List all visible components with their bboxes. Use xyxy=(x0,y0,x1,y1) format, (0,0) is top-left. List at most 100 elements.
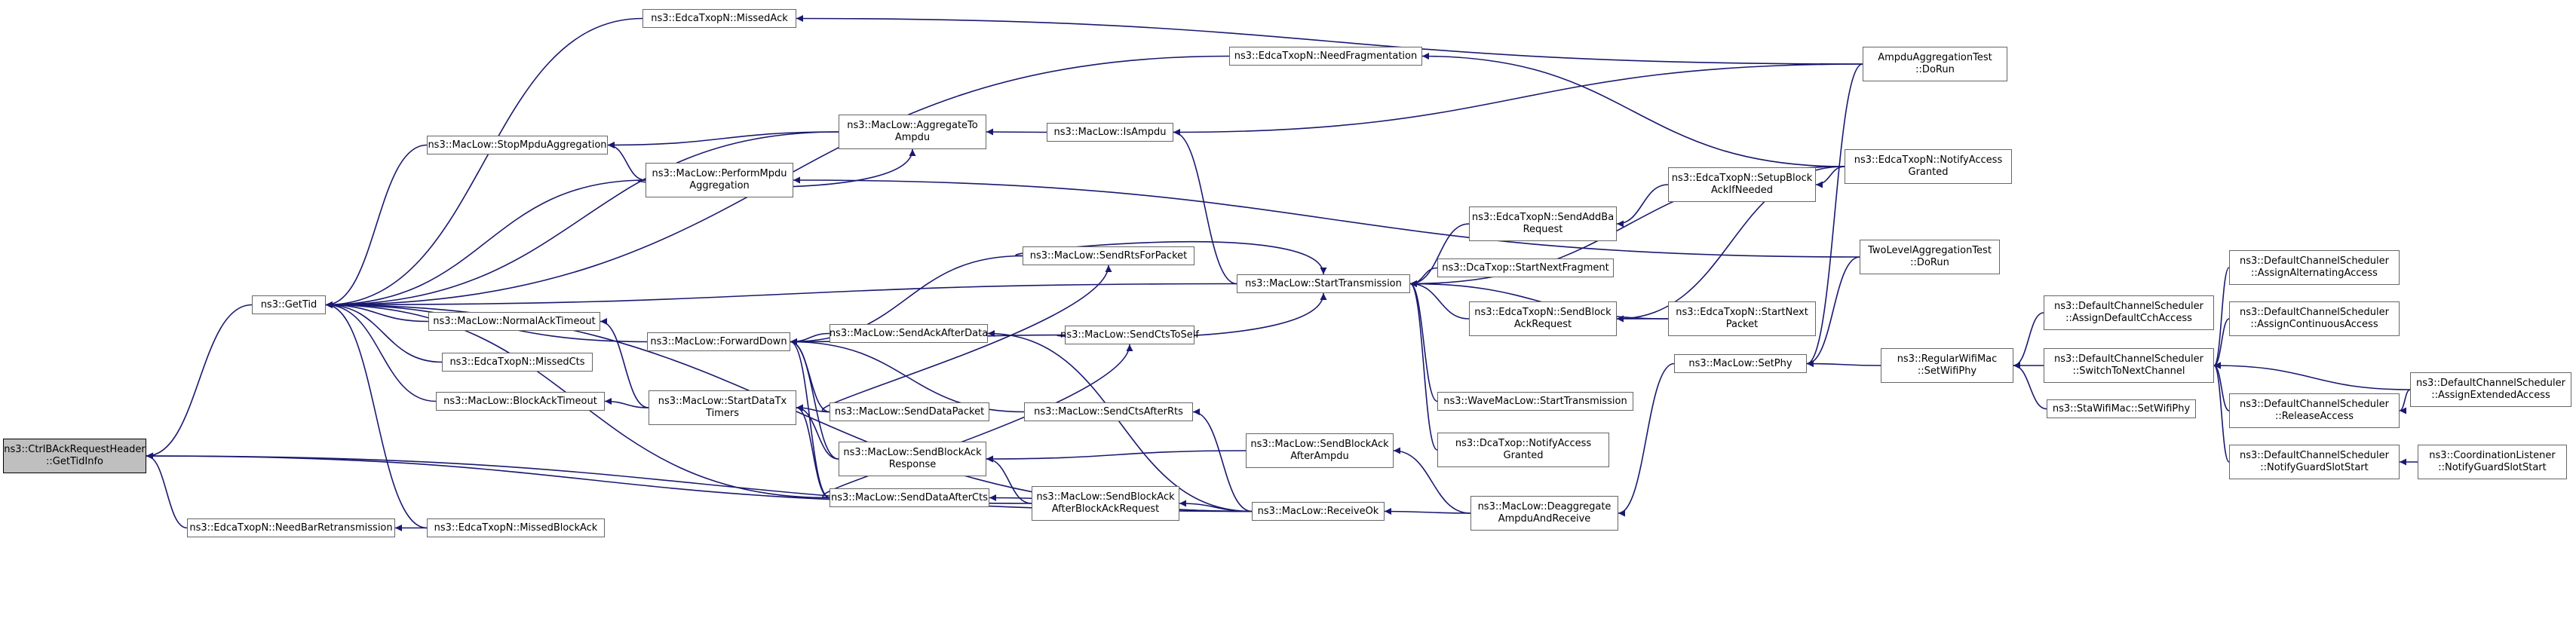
node-label-line: ns3::MacLow::SetPhy xyxy=(1688,357,1792,369)
node-stopmpdu[interactable]: ns3::MacLow::StopMpduAggregation xyxy=(427,136,608,154)
edge-senddatapacket-to-sendrtsforpacket xyxy=(821,265,1112,413)
node-stasetwifiphy[interactable]: ns3::StaWifiMac::SetWifiPhy xyxy=(2047,399,2196,418)
node-ampdutest[interactable]: AmpduAggregationTest::DoRun xyxy=(1863,47,2007,81)
node-wavestart[interactable]: ns3::WaveMacLow::StartTransmission xyxy=(1437,392,1633,411)
node-label-line: Request xyxy=(1523,224,1563,235)
node-label-line: ns3::MacLow::AggregateTo xyxy=(847,120,978,131)
node-missedcts[interactable]: ns3::EdcaTxopN::MissedCts xyxy=(442,353,593,372)
edge-startdatatx-to-normalacktimeout xyxy=(600,318,649,408)
node-assignextended[interactable]: ns3::DefaultChannelScheduler::AssignExte… xyxy=(2410,372,2571,407)
node-notifyguard[interactable]: ns3::DefaultChannelScheduler::NotifyGuar… xyxy=(2229,445,2400,479)
node-needfrag[interactable]: ns3::EdcaTxopN::NeedFragmentation xyxy=(1229,47,1422,66)
node-root[interactable]: ns3::CtrlBAckRequestHeader::GetTidInfo xyxy=(3,439,146,473)
node-label-line: Packet xyxy=(1725,319,1759,330)
node-label-line: ns3::DefaultChannelScheduler xyxy=(2240,307,2389,318)
edge-receiveok-to-sendctsafterrts xyxy=(1192,408,1253,512)
node-label-line: ns3::MacLow::SendCtsAfterRts xyxy=(1034,405,1183,418)
node-twoleveltest[interactable]: TwoLevelAggregationTest::DoRun xyxy=(1860,240,2000,274)
node-label-line: ns3::MacLow::SendBlockAck xyxy=(1250,439,1389,450)
edge-assignalternating-to-switchtonext xyxy=(2213,267,2230,369)
node-sendctsafterrts[interactable]: ns3::MacLow::SendCtsAfterRts xyxy=(1024,402,1193,421)
node-missedack[interactable]: ns3::EdcaTxopN::MissedAck xyxy=(642,9,796,28)
node-senddataaftercts[interactable]: ns3::MacLow::SendDataAfterCts xyxy=(830,488,989,507)
node-assignalternating[interactable]: ns3::DefaultChannelScheduler::AssignAlte… xyxy=(2229,250,2400,285)
node-assigncontinuous[interactable]: ns3::DefaultChannelScheduler::AssignCont… xyxy=(2229,301,2400,336)
node-label-line: ns3::CtrlBAckRequestHeader xyxy=(4,444,146,455)
node-label-line: ns3::DefaultChannelScheduler xyxy=(2054,301,2203,312)
node-label-line: ns3::MacLow::NormalAckTimeout xyxy=(433,315,596,327)
node-label-line: ns3::CoordinationListener xyxy=(2429,450,2556,461)
node-label-line: AmpduAndReceive xyxy=(1498,513,1591,525)
node-coordinationlistener[interactable]: ns3::CoordinationListener::NotifyGuardSl… xyxy=(2418,445,2567,479)
node-label-line: ns3::EdcaTxopN::MissedAck xyxy=(651,12,788,24)
node-needbar[interactable]: ns3::EdcaTxopN::NeedBarRetransmission xyxy=(187,518,395,537)
edge-senddataaftercts-to-startdatatx xyxy=(796,404,830,499)
node-label-line: ns3::DefaultChannelScheduler xyxy=(2054,353,2203,365)
edge-needbar-to-root xyxy=(146,452,188,529)
node-label-line: ns3::MacLow::StartDataTx xyxy=(658,396,787,407)
edge-sendblockackreq-to-starttransmission xyxy=(1409,280,1470,320)
edge-starttransmission-to-gettid xyxy=(325,283,1237,308)
node-isampdu[interactable]: ns3::MacLow::IsAmpdu xyxy=(1047,123,1173,142)
node-normalacktimeout[interactable]: ns3::MacLow::NormalAckTimeout xyxy=(428,312,600,331)
node-label-line: ::SwitchToNextChannel xyxy=(2072,366,2185,377)
node-dcastartnextfrag[interactable]: ns3::DcaTxop::StartNextFragment xyxy=(1437,258,1614,277)
node-setphy[interactable]: ns3::MacLow::SetPhy xyxy=(1674,354,1807,373)
node-label-line: ns3::MacLow::BlockAckTimeout xyxy=(443,395,597,407)
edge-assignextended-to-releaseaccess xyxy=(2399,389,2411,414)
edge-assigndefaultcch-to-regularsetwifiphy xyxy=(2013,312,2044,369)
node-senddatapacket[interactable]: ns3::MacLow::SendDataPacket xyxy=(830,402,989,421)
node-assigndefaultcch[interactable]: ns3::DefaultChannelScheduler::AssignDefa… xyxy=(2044,295,2214,330)
node-missedblockack[interactable]: ns3::EdcaTxopN::MissedBlockAck xyxy=(427,518,605,537)
node-gettid[interactable]: ns3::GetTid xyxy=(252,295,326,314)
node-sendrtsforpacket[interactable]: ns3::MacLow::SendRtsForPacket xyxy=(1023,246,1194,265)
node-label-line: ns3::MacLow::StopMpduAggregation xyxy=(428,139,607,151)
node-regularsetwifiphy[interactable]: ns3::RegularWifiMac::SetWifiPhy xyxy=(1881,348,2013,383)
edge-starttransmission-to-isampdu xyxy=(1173,129,1237,285)
node-receiveok[interactable]: ns3::MacLow::ReceiveOk xyxy=(1252,502,1385,521)
node-blockacktimeout[interactable]: ns3::MacLow::BlockAckTimeout xyxy=(436,392,605,411)
node-starttransmission[interactable]: ns3::MacLow::StartTransmission xyxy=(1237,274,1410,293)
node-switchtonext[interactable]: ns3::DefaultChannelScheduler::SwitchToNe… xyxy=(2044,348,2214,383)
node-label-line: ns3::WaveMacLow::StartTransmission xyxy=(1443,395,1627,407)
edge-ampdutest-to-missedack xyxy=(796,15,1863,65)
node-label-line: AckIfNeeded xyxy=(1711,185,1773,196)
node-label-line: ns3::EdcaTxopN::SendAddBa xyxy=(1471,212,1615,223)
node-sendackafterdata[interactable]: ns3::MacLow::SendAckAfterData xyxy=(830,324,988,343)
node-label-line: Aggregation xyxy=(689,180,750,191)
node-releaseaccess[interactable]: ns3::DefaultChannelScheduler::ReleaseAcc… xyxy=(2229,393,2400,428)
node-label-line: AmpduAggregationTest xyxy=(1878,52,1992,63)
node-forwarddown[interactable]: ns3::MacLow::ForwardDown xyxy=(647,332,790,351)
node-label-line: ns3::EdcaTxopN::SetupBlock xyxy=(1671,173,1813,184)
node-label-line: ns3::EdcaTxopN::NeedBarRetransmission xyxy=(189,522,393,534)
edge-dcastartnextfrag-to-starttransmission xyxy=(1409,267,1438,287)
edge-ampdutest-to-isampdu xyxy=(1173,63,1863,136)
node-label-line: ns3::MacLow::Deaggregate xyxy=(1477,501,1612,512)
edge-ampdutest-to-setphy xyxy=(1806,63,1863,367)
node-label-line: AfterAmpdu xyxy=(1290,451,1349,462)
node-label-line: ::AssignDefaultCchAccess xyxy=(2065,313,2192,324)
node-sendctstoself[interactable]: ns3::MacLow::SendCtsToSelf xyxy=(1060,326,1199,344)
node-label-line: ns3::DefaultChannelScheduler xyxy=(2240,450,2389,461)
edge-wavestart-to-starttransmission xyxy=(1409,280,1438,402)
edge-stasetwifiphy-to-regularsetwifiphy xyxy=(2013,362,2047,410)
node-label-line: ns3::MacLow::SendDataAfterCts xyxy=(831,491,988,503)
edge-receiveok-to-sendackafterdata xyxy=(987,330,1253,512)
node-label-line: ns3::DcaTxop::NotifyAccess xyxy=(1455,438,1592,449)
node-label-line: ns3::MacLow::IsAmpdu xyxy=(1053,126,1167,138)
node-label-line: ns3::MacLow::SendBlockAck xyxy=(1036,491,1175,503)
